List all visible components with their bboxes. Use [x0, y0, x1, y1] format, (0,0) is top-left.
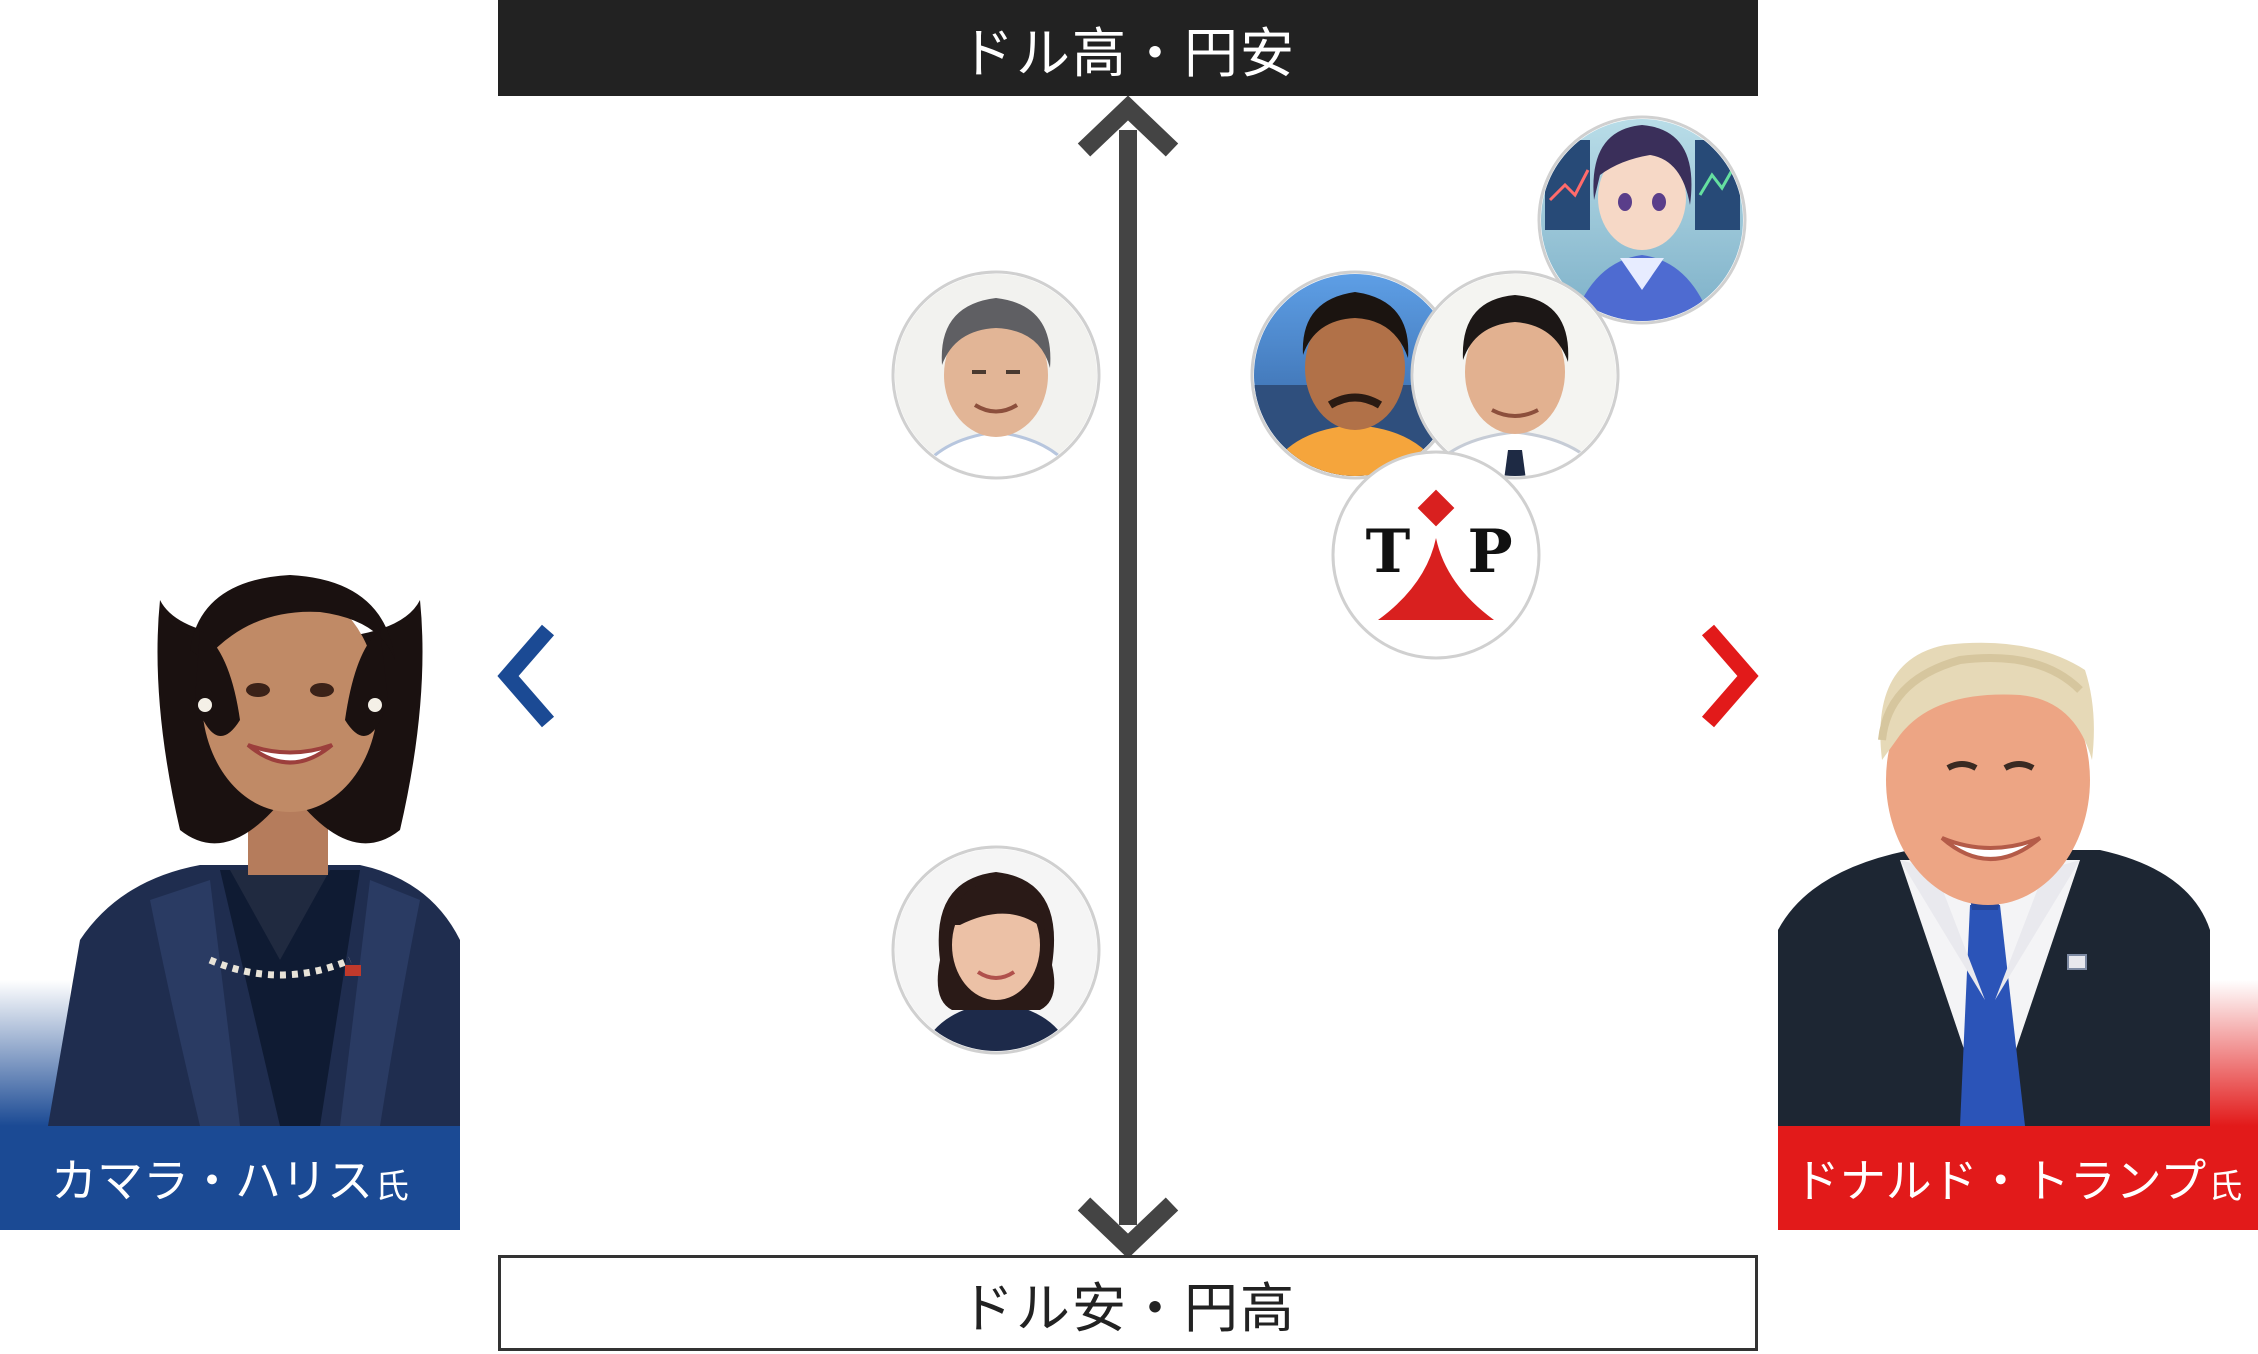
harris-portrait [48, 575, 460, 1126]
harris-name-suffix: 氏 [375, 1166, 409, 1207]
tp-logo [1331, 450, 1541, 660]
trump-portrait [1778, 642, 2210, 1126]
axis-bottom-label: ドル安・円高 [498, 1255, 1758, 1351]
axis-top-label: ドル高・円安 [498, 0, 1758, 96]
right-arrowhead [1701, 624, 1759, 728]
trump-name-suffix: 氏 [2208, 1166, 2243, 1207]
avatar-older-man [891, 270, 1101, 480]
harris-name: カマラ・ハリス [51, 1154, 373, 1208]
up-arrowhead [1077, 95, 1179, 157]
down-arrowhead [1077, 1197, 1179, 1259]
logo-letter-t: T [1366, 517, 1411, 587]
harris-name-tag: カマラ・ハリス氏 [0, 1126, 460, 1230]
left-arrowhead [497, 624, 555, 728]
logo-letter-p: P [1467, 517, 1512, 587]
avatar-woman [891, 845, 1101, 1055]
trump-name-tag: ドナルド・トランプ氏 [1778, 1126, 2258, 1230]
trump-name: ドナルド・トランプ [1793, 1154, 2207, 1208]
avatar-anime-trader [1537, 115, 1747, 325]
avatar-man-short-hair [1410, 270, 1620, 480]
